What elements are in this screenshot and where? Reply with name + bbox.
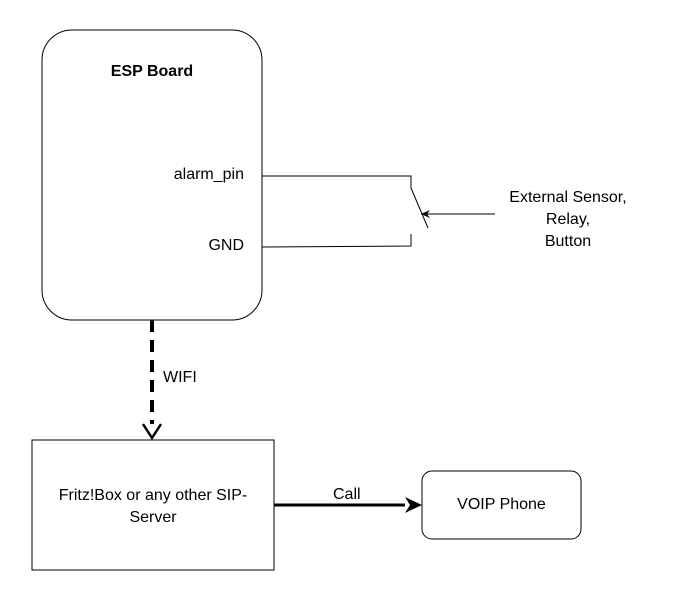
gnd-wire <box>261 234 412 248</box>
call-label: Call <box>333 486 361 503</box>
external-device-line2: Relay, <box>545 211 591 228</box>
esp-board-title: ESP Board <box>110 63 194 80</box>
voip-phone-label: VOIP Phone <box>457 496 546 513</box>
alarm-pin-label: alarm_pin <box>173 166 244 183</box>
gnd-label: GND <box>208 237 244 254</box>
wifi-arrowhead <box>141 423 163 441</box>
external-device-line1: External Sensor, <box>509 189 627 206</box>
call-arrowhead <box>405 497 422 513</box>
alarm-pin-wire <box>262 175 412 188</box>
sip-server-box <box>31 439 275 571</box>
wifi-label: WIFI <box>163 369 197 386</box>
voip-phone-box <box>421 470 582 540</box>
switch-lever <box>410 187 429 229</box>
external-device-line3: Button <box>544 233 592 250</box>
sip-server-line2: Server <box>129 509 177 526</box>
sip-server-line1: Fritz!Box or any other SIP- <box>58 487 248 504</box>
